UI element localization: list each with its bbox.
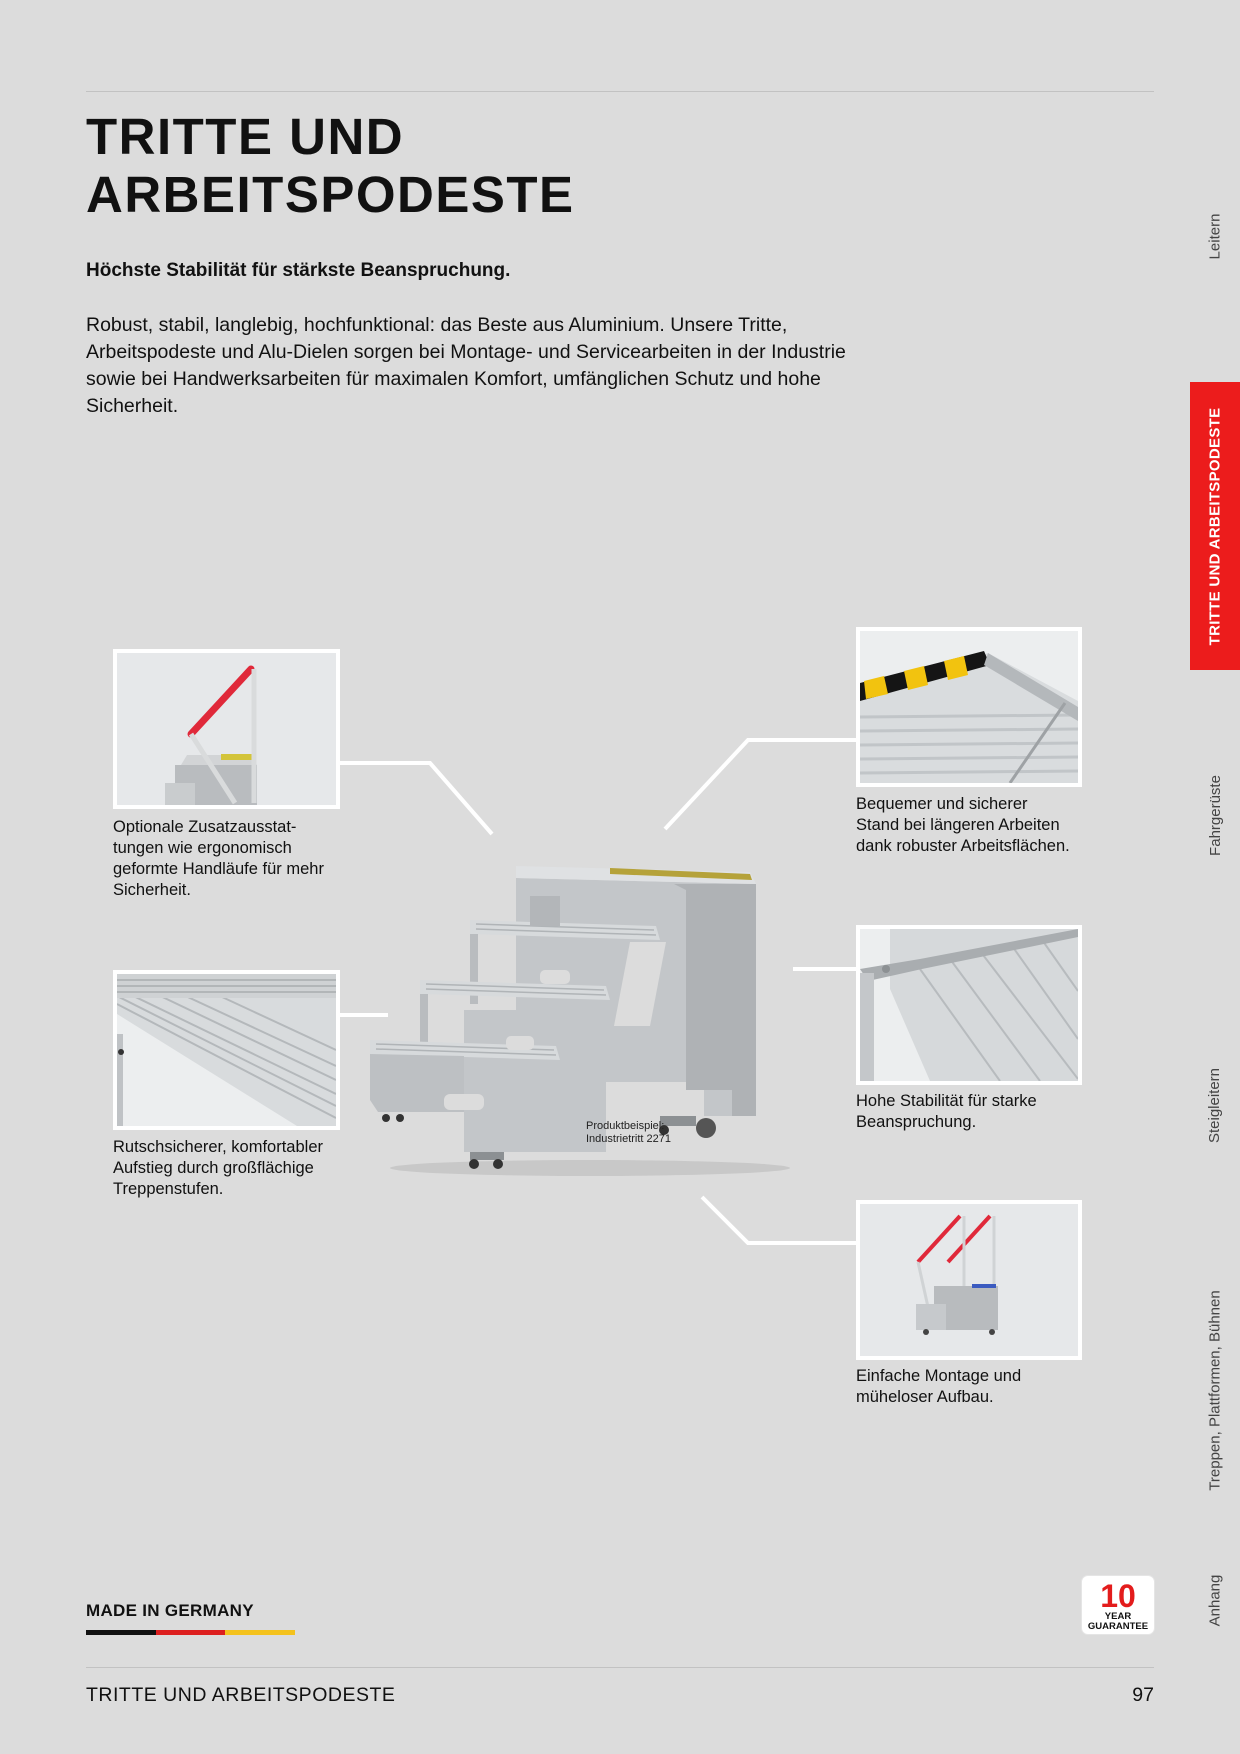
product-example-label: Produktbeispiel: Industrietritt 2271 — [586, 1120, 671, 1145]
caption-steps: Rutschsicherer, komfortabler Aufstieg du… — [113, 1138, 323, 1198]
caption-handrail: Optionale Zusatzausstat- tungen wie ergo… — [113, 818, 324, 899]
side-tab-tritte[interactable]: TRITTE UND ARBEITSPODESTE — [1190, 382, 1240, 670]
photo-assembly — [856, 1200, 1082, 1360]
side-tab-steigleitern[interactable]: Steigleitern — [1206, 1067, 1224, 1143]
caption-assembly: Einfache Montage und müheloser Aufbau. — [856, 1367, 1022, 1406]
bottom-rule — [86, 1667, 1154, 1668]
top-rule — [86, 91, 1154, 92]
side-tab-anhang[interactable]: Anhang — [1206, 1574, 1224, 1626]
page-number: 97 — [1132, 1684, 1154, 1706]
page-title-line-1: TRITTE UND — [86, 108, 405, 165]
subtitle: Höchste Stabilität für stärkste Beanspru… — [86, 260, 511, 281]
side-tab-fahrgerueste[interactable]: Fahrgerüste — [1206, 774, 1224, 856]
page-title: TRITTE UND ARBEITSPODESTE — [86, 108, 575, 224]
industrial-step-illustration — [370, 866, 790, 1176]
caption-platform-surface: Bequemer und sicherer Stand bei längeren… — [856, 795, 1070, 855]
made-in-germany: MADE IN GERMANY — [86, 1601, 254, 1620]
footer-section-title: TRITTE UND ARBEITSPODESTE — [86, 1684, 396, 1706]
side-tab-treppen[interactable]: Treppen, Plattformen, Bühnen — [1206, 1289, 1224, 1491]
caption-frame-detail: Hohe Stabilität für starke Beanspruchung… — [856, 1092, 1037, 1131]
photo-platform-surface — [856, 627, 1082, 787]
photo-frame-detail — [856, 925, 1082, 1085]
german-flag-stripe — [86, 1630, 296, 1635]
side-tab-leitern[interactable]: Leitern — [1206, 213, 1224, 259]
intro-paragraph: Robust, stabil, langlebig, hochfunktiona… — [86, 314, 846, 417]
photo-handrail — [113, 649, 340, 809]
guarantee-badge: 10 YEAR GUARANTEE — [1082, 1576, 1154, 1634]
photo-steps — [113, 970, 340, 1130]
page-title-line-2: ARBEITSPODESTE — [86, 166, 575, 223]
